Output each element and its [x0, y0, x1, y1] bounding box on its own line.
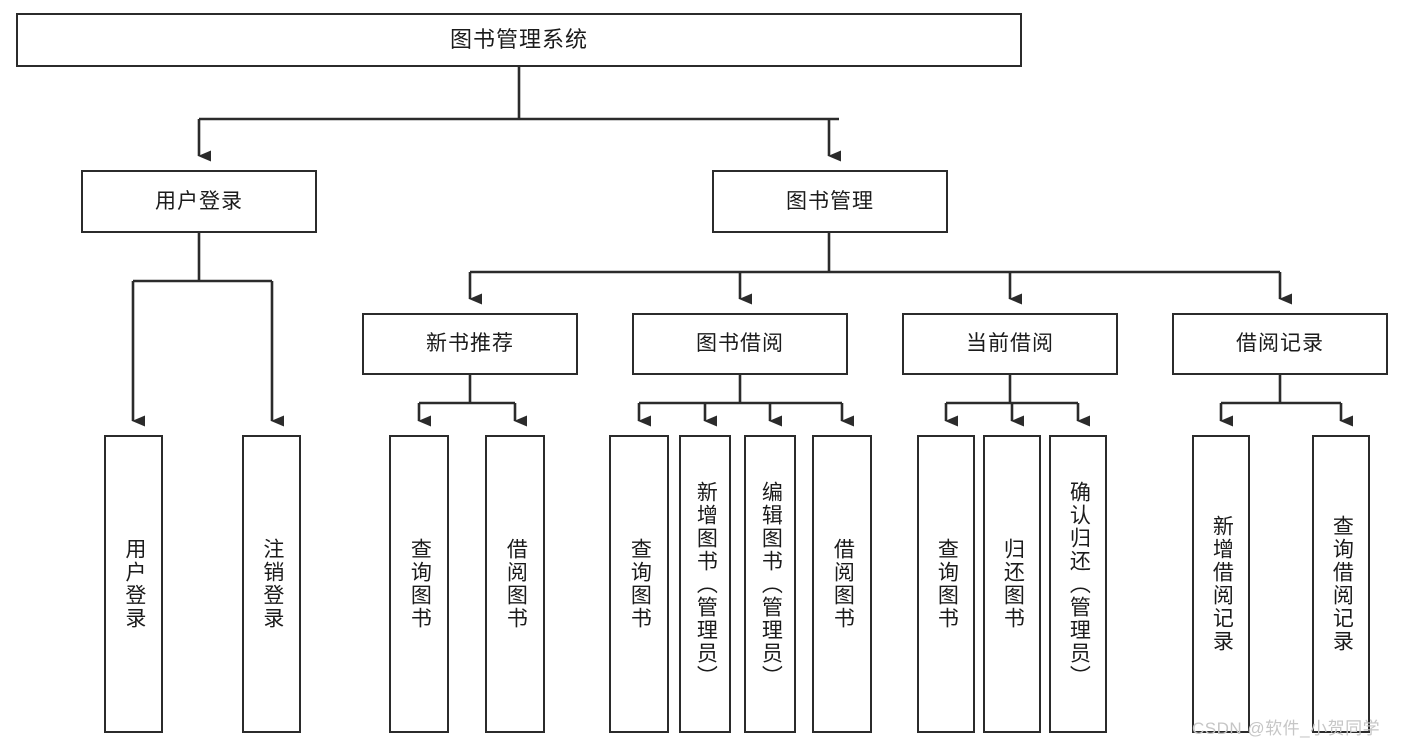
node-leaf-label: 借阅图书	[831, 538, 855, 630]
node-book-borrow[interactable]: 图书借阅	[632, 313, 848, 375]
node-leaf-borrow-book-1[interactable]: 借阅图书	[485, 435, 545, 733]
node-leaf-add-record[interactable]: 新增借阅记录	[1192, 435, 1250, 733]
node-book-borrow-label: 图书借阅	[696, 332, 784, 356]
node-leaf-label: 用户登录	[122, 538, 146, 630]
node-leaf-edit-book[interactable]: 编辑图书（管理员）	[744, 435, 796, 733]
node-leaf-label: 查询图书	[935, 538, 959, 630]
node-current-borrow[interactable]: 当前借阅	[902, 313, 1118, 375]
node-leaf-label: 借阅图书	[504, 538, 528, 630]
node-user-login[interactable]: 用户登录	[81, 170, 317, 233]
node-leaf-label: 编辑图书（管理员）	[759, 480, 783, 688]
node-leaf-query-book-3[interactable]: 查询图书	[917, 435, 975, 733]
node-leaf-query-record[interactable]: 查询借阅记录	[1312, 435, 1370, 733]
node-leaf-label: 新增图书（管理员）	[694, 480, 718, 688]
node-leaf-add-book[interactable]: 新增图书（管理员）	[679, 435, 731, 733]
node-leaf-confirm-return[interactable]: 确认归还（管理员）	[1049, 435, 1107, 733]
node-leaf-borrow-book-2[interactable]: 借阅图书	[812, 435, 872, 733]
node-borrow-record[interactable]: 借阅记录	[1172, 313, 1388, 375]
node-book-manage-label: 图书管理	[786, 189, 874, 213]
node-user-login-label: 用户登录	[155, 189, 243, 213]
node-leaf-query-book-2[interactable]: 查询图书	[609, 435, 669, 733]
node-borrow-record-label: 借阅记录	[1236, 332, 1324, 356]
node-root-label: 图书管理系统	[449, 26, 588, 52]
node-leaf-label: 归还图书	[1001, 538, 1025, 630]
node-leaf-label: 注销登录	[260, 538, 284, 630]
node-new-book-recommend-label: 新书推荐	[426, 332, 514, 356]
node-book-manage[interactable]: 图书管理	[712, 170, 948, 233]
watermark: CSDN @软件_小贺同学	[1192, 719, 1381, 738]
node-new-book-recommend[interactable]: 新书推荐	[362, 313, 578, 375]
node-leaf-label: 查询借阅记录	[1330, 515, 1354, 653]
node-root-system[interactable]: 图书管理系统	[16, 13, 1022, 67]
node-leaf-label: 确认归还（管理员）	[1067, 480, 1091, 688]
node-leaf-user-login[interactable]: 用户登录	[104, 435, 163, 733]
node-leaf-label: 查询图书	[628, 538, 652, 630]
node-leaf-query-book-1[interactable]: 查询图书	[389, 435, 449, 733]
node-leaf-label: 查询图书	[408, 538, 432, 630]
node-leaf-return-book[interactable]: 归还图书	[983, 435, 1041, 733]
node-leaf-logout[interactable]: 注销登录	[242, 435, 301, 733]
node-leaf-label: 新增借阅记录	[1210, 515, 1234, 653]
node-current-borrow-label: 当前借阅	[966, 332, 1054, 356]
